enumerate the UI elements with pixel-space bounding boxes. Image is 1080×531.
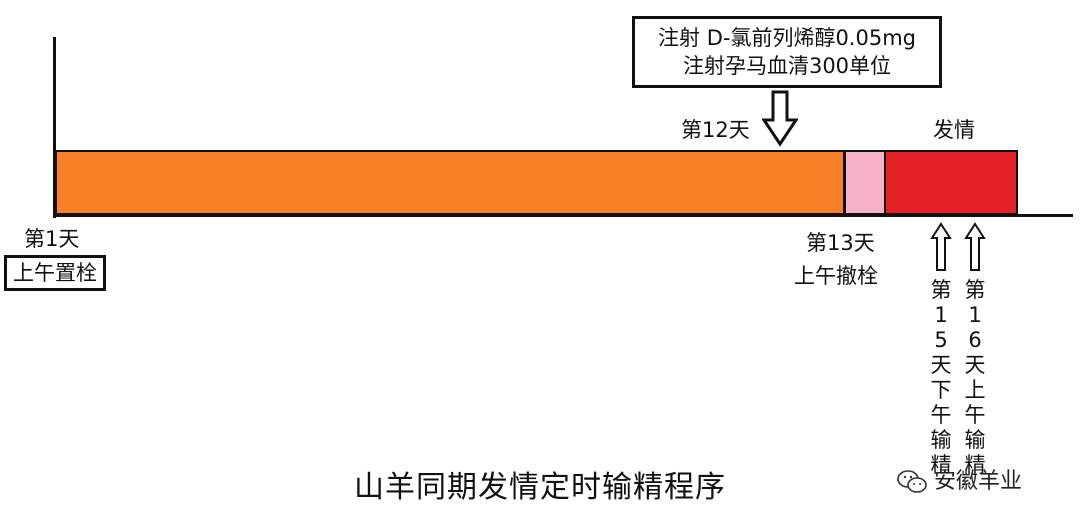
- morning-remove-label: 上午撤栓: [794, 264, 878, 288]
- progestagen-phase-bar: [55, 150, 845, 215]
- day15-afternoon-insemination-label: 第15天下午输精: [930, 278, 952, 477]
- day16-morning-insemination-label: 第16天上午输精: [964, 278, 986, 477]
- timeline-vertical-axis: [53, 37, 56, 218]
- day12-label: 第12天: [681, 118, 750, 142]
- watermark: 安徽羊业: [896, 468, 1022, 496]
- injection-line-1: 注射 D-氯前列烯醇0.05mg: [658, 26, 916, 50]
- injection-line-2: 注射孕马血清300单位: [682, 54, 892, 78]
- estrus-label: 发情: [933, 118, 975, 142]
- post-removal-phase-bar: [844, 150, 886, 215]
- up-arrow-icon: [930, 222, 952, 271]
- day13-label: 第13天: [806, 231, 875, 255]
- watermark-text: 安徽羊业: [934, 469, 1023, 494]
- down-arrow-icon: [762, 90, 798, 147]
- timeline-horizontal-axis: [53, 214, 1073, 217]
- diagram-title: 山羊同期发情定时输精程序: [354, 470, 726, 505]
- day1-label: 第1天: [24, 227, 80, 251]
- wechat-icon: [897, 470, 927, 493]
- estrus-phase-bar: [884, 150, 1018, 215]
- up-arrow-icon: [964, 222, 986, 271]
- injection-note-box: 注射 D-氯前列烯醇0.05mg 注射孕马血清300单位: [632, 16, 942, 88]
- morning-insert-label: 上午置栓: [4, 255, 106, 291]
